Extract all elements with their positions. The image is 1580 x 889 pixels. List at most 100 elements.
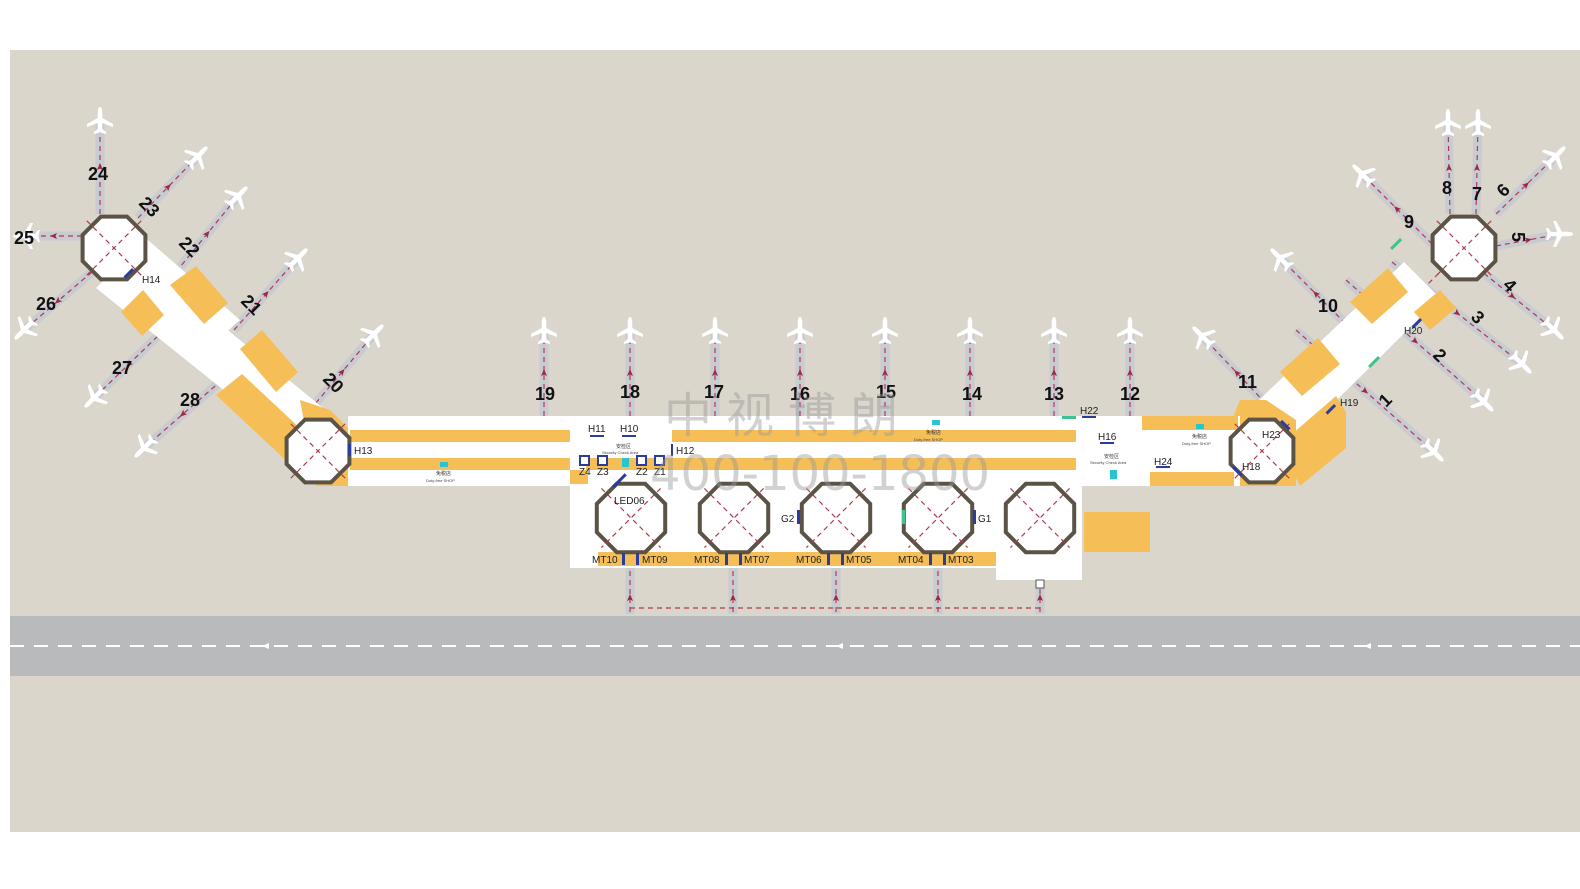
gate-27[interactable]: 27	[112, 358, 132, 378]
gate-25[interactable]: 25	[14, 228, 34, 248]
left-shop-2	[121, 290, 164, 336]
ad-z2[interactable]: Z2	[636, 467, 648, 478]
right-shop-4	[1292, 396, 1346, 486]
hall-route	[86, 220, 142, 276]
right-shop-3	[1414, 290, 1456, 330]
ad-h22[interactable]: H22	[1080, 406, 1099, 417]
dutyfree-label-en-3: Duty-free SHOP	[1182, 441, 1211, 446]
gate-14[interactable]: 14	[962, 384, 982, 404]
ad-z4[interactable]: Z4	[579, 467, 591, 478]
security-label-en: Security Check Area	[602, 450, 639, 455]
ad-mt03[interactable]: MT03	[948, 555, 974, 566]
gate-26[interactable]: 26	[36, 294, 56, 314]
hall-satellite-2	[697, 481, 771, 555]
runway	[10, 616, 1580, 676]
gate-8[interactable]: 8	[1442, 178, 1452, 198]
ad-mt06[interactable]: MT06	[796, 555, 822, 566]
ad-marker-icon	[1411, 318, 1423, 329]
ad-marker-icon	[929, 553, 932, 565]
ad-h18[interactable]: H18	[1242, 462, 1261, 473]
route-arrow-icon	[1364, 643, 1371, 649]
gate-7[interactable]: 7	[1472, 184, 1482, 204]
ad-marker-icon	[611, 473, 627, 489]
ad-h23[interactable]: H23	[1262, 430, 1281, 441]
concourse-shop-strip-upper-left	[350, 430, 570, 442]
hall-route	[907, 487, 969, 549]
hall-route	[805, 487, 867, 549]
right-shop-2	[1280, 338, 1340, 396]
hall-route	[1234, 423, 1290, 479]
taxi-route	[1279, 257, 1353, 331]
concourse-shop-strip-lower-left	[350, 458, 570, 470]
gate-13[interactable]: 13	[1044, 384, 1064, 404]
elevator-icon	[1110, 470, 1117, 479]
ad-h12[interactable]: H12	[676, 446, 695, 457]
hall-route	[600, 487, 662, 549]
green-marker	[902, 510, 905, 524]
ad-mt04[interactable]: MT04	[898, 555, 924, 566]
gate-10[interactable]: 10	[1318, 296, 1338, 316]
ad-box-z3	[597, 455, 608, 466]
gate-5[interactable]: 5	[1508, 232, 1528, 242]
ad-mt09[interactable]: MT09	[642, 555, 668, 566]
ad-mt05[interactable]: MT05	[846, 555, 872, 566]
concourse-body	[348, 416, 1240, 486]
ad-h14[interactable]: H14	[142, 275, 161, 286]
security-label-cn-2: 安检区	[1104, 453, 1119, 460]
security-label-en-2: Security Check Area	[1090, 460, 1127, 465]
gate-15[interactable]: 15	[876, 382, 896, 402]
ad-h24[interactable]: H24	[1154, 457, 1173, 468]
concourse-shop-block-right-low	[1150, 472, 1234, 486]
elevator-icon	[622, 458, 629, 467]
ad-h10[interactable]: H10	[620, 424, 639, 435]
gate-9[interactable]: 9	[1404, 212, 1414, 232]
gate-17[interactable]: 17	[704, 382, 724, 402]
ad-h13[interactable]: H13	[354, 446, 373, 457]
satellite-shop-east	[1084, 512, 1150, 552]
ad-mt10[interactable]: MT10	[592, 555, 618, 566]
ad-marker-icon	[943, 553, 946, 565]
ad-marker-icon	[1156, 466, 1170, 468]
ad-h20[interactable]: H20	[1404, 326, 1423, 337]
hall-route	[600, 487, 662, 549]
gate-11[interactable]: 11	[1238, 372, 1257, 392]
ad-marker-icon	[739, 553, 742, 565]
ad-z3[interactable]: Z3	[597, 467, 609, 478]
ad-z1[interactable]: Z1	[654, 467, 666, 478]
ad-marker-icon	[1232, 465, 1243, 477]
ad-marker-icon	[590, 435, 604, 437]
hall-west-hub	[80, 214, 148, 282]
gate-24[interactable]: 24	[88, 164, 108, 184]
ad-mt07[interactable]: MT07	[744, 555, 770, 566]
ad-marker-icon	[622, 553, 625, 565]
ad-marker-icon	[622, 435, 636, 437]
taxi-route	[23, 271, 93, 331]
ad-marker-icon	[671, 444, 673, 456]
hall-east-hub	[1430, 214, 1498, 282]
ad-marker-icon	[973, 510, 976, 524]
route-arrow-icon	[262, 643, 269, 649]
hall-route	[290, 423, 346, 479]
ad-marker-icon	[1082, 416, 1096, 418]
ad-h19[interactable]: H19	[1340, 398, 1359, 409]
concourse-shop-block-right	[1142, 416, 1238, 430]
gate-18[interactable]: 18	[620, 382, 640, 402]
ad-marker-icon	[123, 268, 135, 279]
gate-19[interactable]: 19	[535, 384, 555, 404]
taxi-route	[1495, 155, 1557, 215]
ad-marker-icon	[1100, 442, 1114, 444]
ad-mt08[interactable]: MT08	[694, 555, 720, 566]
ad-g2[interactable]: G2	[781, 514, 795, 525]
gate-16[interactable]: 16	[790, 384, 810, 404]
gate-28[interactable]: 28	[180, 390, 200, 410]
hall-west-corner	[284, 417, 352, 485]
hall-route	[1009, 487, 1071, 549]
ad-led06[interactable]: LED06	[614, 496, 645, 507]
ad-h16[interactable]: H16	[1098, 432, 1117, 443]
security-label-cn: 安检区	[616, 443, 631, 450]
ad-g1[interactable]: G1	[978, 514, 992, 525]
route-arrow-icon	[836, 643, 843, 649]
gate-12[interactable]: 12	[1120, 384, 1140, 404]
ad-h11[interactable]: H11	[588, 424, 606, 435]
concourse-shop-strip-lower	[586, 458, 1076, 470]
